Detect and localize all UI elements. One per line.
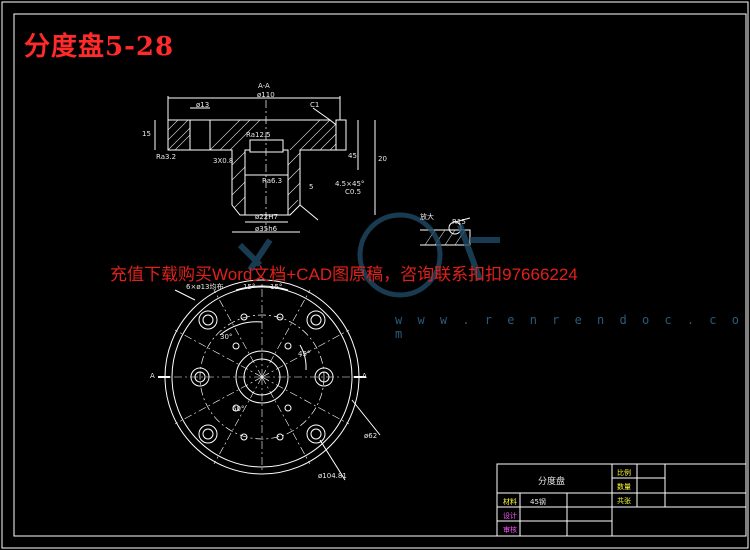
depth-mark: 3X0.8 <box>213 157 234 165</box>
watermark-logo <box>237 212 500 298</box>
angle-2: 30° <box>220 333 233 341</box>
holes-note: 6×ø13均布 <box>186 283 224 291</box>
angle-1: 15° <box>243 283 256 291</box>
scale-label: 比例 <box>617 469 631 477</box>
radius-label: R15 <box>452 218 466 226</box>
inner-dia: ø22H7 <box>255 213 278 221</box>
drawing-title: 分度盘5-28 <box>24 32 175 62</box>
roughness-1: Ra12.5 <box>246 131 271 139</box>
view-label-left: A <box>150 372 155 380</box>
promo-banner: 充值下载购买Word文档+CAD图原稿，咨询联系扣扣97666224 <box>110 265 578 284</box>
outer-circle: ø104.81 <box>318 472 347 480</box>
overall-dia: ø110 <box>257 91 275 99</box>
part-name: 分度盘 <box>538 477 566 487</box>
view-label-right: A <box>362 372 367 380</box>
title-block <box>496 463 747 537</box>
section-view <box>154 96 376 233</box>
pitch-circle: ø62 <box>364 432 378 440</box>
watermark-url: w w w . r e n r e n d o c . c o m <box>395 313 743 341</box>
angle-3: 45° <box>298 350 311 358</box>
inner-frame <box>13 13 747 537</box>
tol-2: C0.5 <box>345 188 362 196</box>
angle-1b: 15° <box>270 283 283 291</box>
chamfer-label: C1 <box>310 101 320 109</box>
height-1: 20 <box>378 155 387 163</box>
hub-dia: ø35h6 <box>255 225 278 233</box>
material-label: 材料 <box>503 498 517 506</box>
material-value: 45钢 <box>530 498 546 506</box>
detail-label: 放大 <box>420 213 434 221</box>
plan-view <box>158 279 381 481</box>
checker-label: 审核 <box>503 526 517 534</box>
thickness-2: 5 <box>309 183 314 191</box>
count-label: 数量 <box>617 483 631 491</box>
roughness-3: Ra6.3 <box>262 177 283 185</box>
designer-label: 设计 <box>503 512 517 520</box>
angle-4: 60° <box>232 405 245 413</box>
roughness-2: Ra3.2 <box>156 153 177 161</box>
bore-dia: ø13 <box>196 101 210 109</box>
height-2: 45 <box>348 152 357 160</box>
sheet-label: 共张 <box>617 497 631 505</box>
tol-1: 4.5×45° <box>335 180 365 188</box>
section-label: A-A <box>258 82 270 90</box>
thickness-1: 15 <box>142 130 151 138</box>
